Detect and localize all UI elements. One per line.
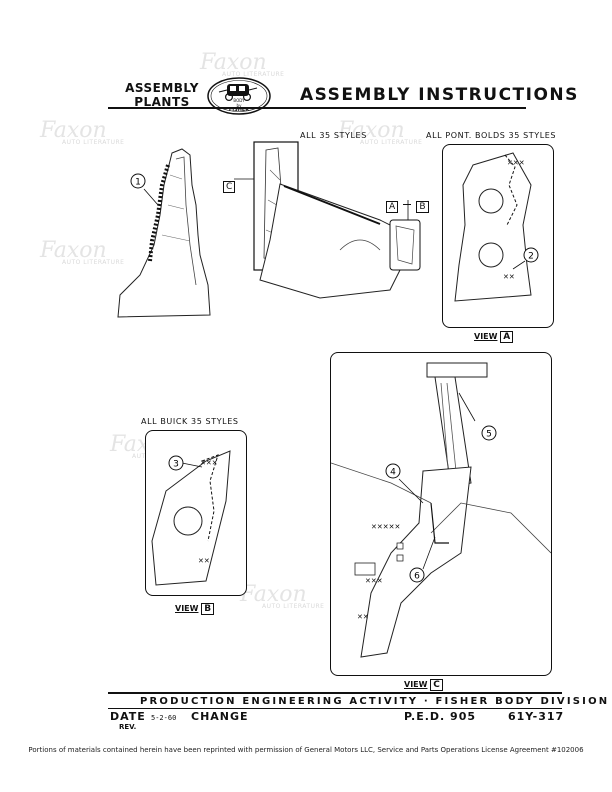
pillar-drawing-1: 1 — [117, 148, 211, 318]
svg-text:✕✕: ✕✕ — [198, 557, 210, 565]
view-c-panel: ✕✕✕✕✕ ✕✕✕ ✕✕ 5 4 6 — [330, 352, 552, 676]
callout-4 — [385, 463, 401, 479]
view-a-drawing: ✕✕✕ ✕✕ 2 — [454, 152, 539, 302]
svg-text:✕✕: ✕✕ — [503, 273, 515, 281]
ref-c-box: C — [223, 181, 236, 193]
rev-label: REV. — [119, 723, 137, 731]
callout-1 — [130, 173, 146, 189]
license-disclaimer: Portions of materials contained herein h… — [28, 746, 584, 754]
view-b-drawing: ✕✕✕ ✕✕ 3 — [151, 450, 231, 586]
date-value: 5-2-60 — [151, 714, 177, 722]
ref-label-c: C — [223, 174, 236, 193]
svg-text:✕✕✕: ✕✕✕ — [365, 577, 383, 585]
view-b-panel: ✕✕✕ ✕✕ 3 — [145, 430, 247, 596]
callout-5-number: 5 — [486, 430, 492, 440]
watermark-brand: Faxon — [240, 582, 307, 607]
quarter-panel-drawing — [234, 141, 421, 299]
callout-1-number: 1 — [135, 178, 141, 188]
view-c-label: VIEW C — [404, 679, 443, 691]
header-left-line1: ASSEMBLY — [125, 81, 199, 95]
top-center-caption: ALL 35 STYLES — [300, 131, 367, 140]
watermark-sub: AUTO LITERATURE — [62, 139, 125, 146]
footer-divider-top — [108, 692, 562, 694]
date-label: DATE — [110, 710, 146, 723]
page-title: ASSEMBLY INSTRUCTIONS — [300, 85, 579, 105]
assembly-plants-label: ASSEMBLY PLANTS — [118, 81, 206, 109]
view-b-word: VIEW — [175, 604, 199, 613]
coach-emblem-icon — [207, 77, 271, 115]
callout-4-number: 4 — [390, 468, 396, 478]
svg-text:✕✕✕: ✕✕✕ — [507, 159, 525, 167]
ped-label: P.E.D. 905 — [404, 710, 477, 723]
logo-text-bottom: FISHER — [228, 107, 250, 113]
top-right-caption: ALL PONT. BOLDS 35 STYLES — [426, 131, 557, 140]
view-a-label: VIEW A — [474, 331, 514, 343]
watermark-brand: Faxon — [338, 118, 405, 143]
header-left-line2: PLANTS — [134, 95, 190, 109]
view-a-box: A — [500, 331, 514, 343]
view-c-drawing: ✕✕✕✕✕ ✕✕✕ ✕✕ 5 4 6 — [330, 362, 552, 658]
watermark-sub: AUTO LITERATURE — [222, 71, 285, 78]
view-a-word: VIEW — [474, 332, 498, 341]
view-c-word: VIEW — [404, 680, 428, 689]
ref-connector — [403, 204, 412, 205]
mid-left-caption: ALL BUICK 35 STYLES — [141, 417, 239, 426]
ref-label-a-b: A B — [386, 194, 429, 213]
logo-text-mid: by — [236, 103, 242, 108]
document-number: 61Y-317 — [508, 710, 565, 723]
production-line: PRODUCTION ENGINEERING ACTIVITY · FISHER… — [140, 696, 610, 707]
view-c-box: C — [430, 679, 443, 691]
view-a-panel: ✕✕✕ ✕✕ 2 — [442, 144, 554, 328]
watermark-sub: AUTO LITERATURE — [262, 603, 325, 610]
watermark-sub: AUTO LITERATURE — [62, 259, 125, 266]
ref-b-box: B — [416, 201, 429, 213]
callout-6-number: 6 — [414, 572, 420, 582]
watermark-brand: Faxon — [40, 238, 107, 263]
callout-2-number: 2 — [528, 252, 534, 262]
header-divider — [108, 107, 526, 109]
callout-3 — [168, 455, 184, 471]
logo-text-top: BODY — [233, 98, 245, 103]
callout-2 — [523, 247, 539, 263]
change-label: CHANGE — [191, 710, 249, 723]
svg-text:✕✕✕✕✕: ✕✕✕✕✕ — [371, 523, 400, 531]
callout-5 — [481, 425, 497, 441]
view-b-label: VIEW B — [175, 603, 215, 615]
logo-text: BODY by FISHER — [205, 98, 273, 113]
callout-3-number: 3 — [173, 460, 179, 470]
watermark-sub: AUTO LITERATURE — [360, 139, 423, 146]
view-b-box: B — [201, 603, 215, 615]
fisher-body-logo: BODY by FISHER — [205, 76, 273, 116]
ref-a-box: A — [386, 201, 399, 213]
callout-6 — [409, 567, 425, 583]
svg-text:✕✕: ✕✕ — [357, 613, 369, 621]
watermark-brand: Faxon — [200, 50, 267, 75]
footer-divider-bottom — [108, 708, 562, 709]
svg-text:✕✕✕: ✕✕✕ — [200, 459, 218, 467]
watermark-brand: Faxon — [40, 118, 107, 143]
